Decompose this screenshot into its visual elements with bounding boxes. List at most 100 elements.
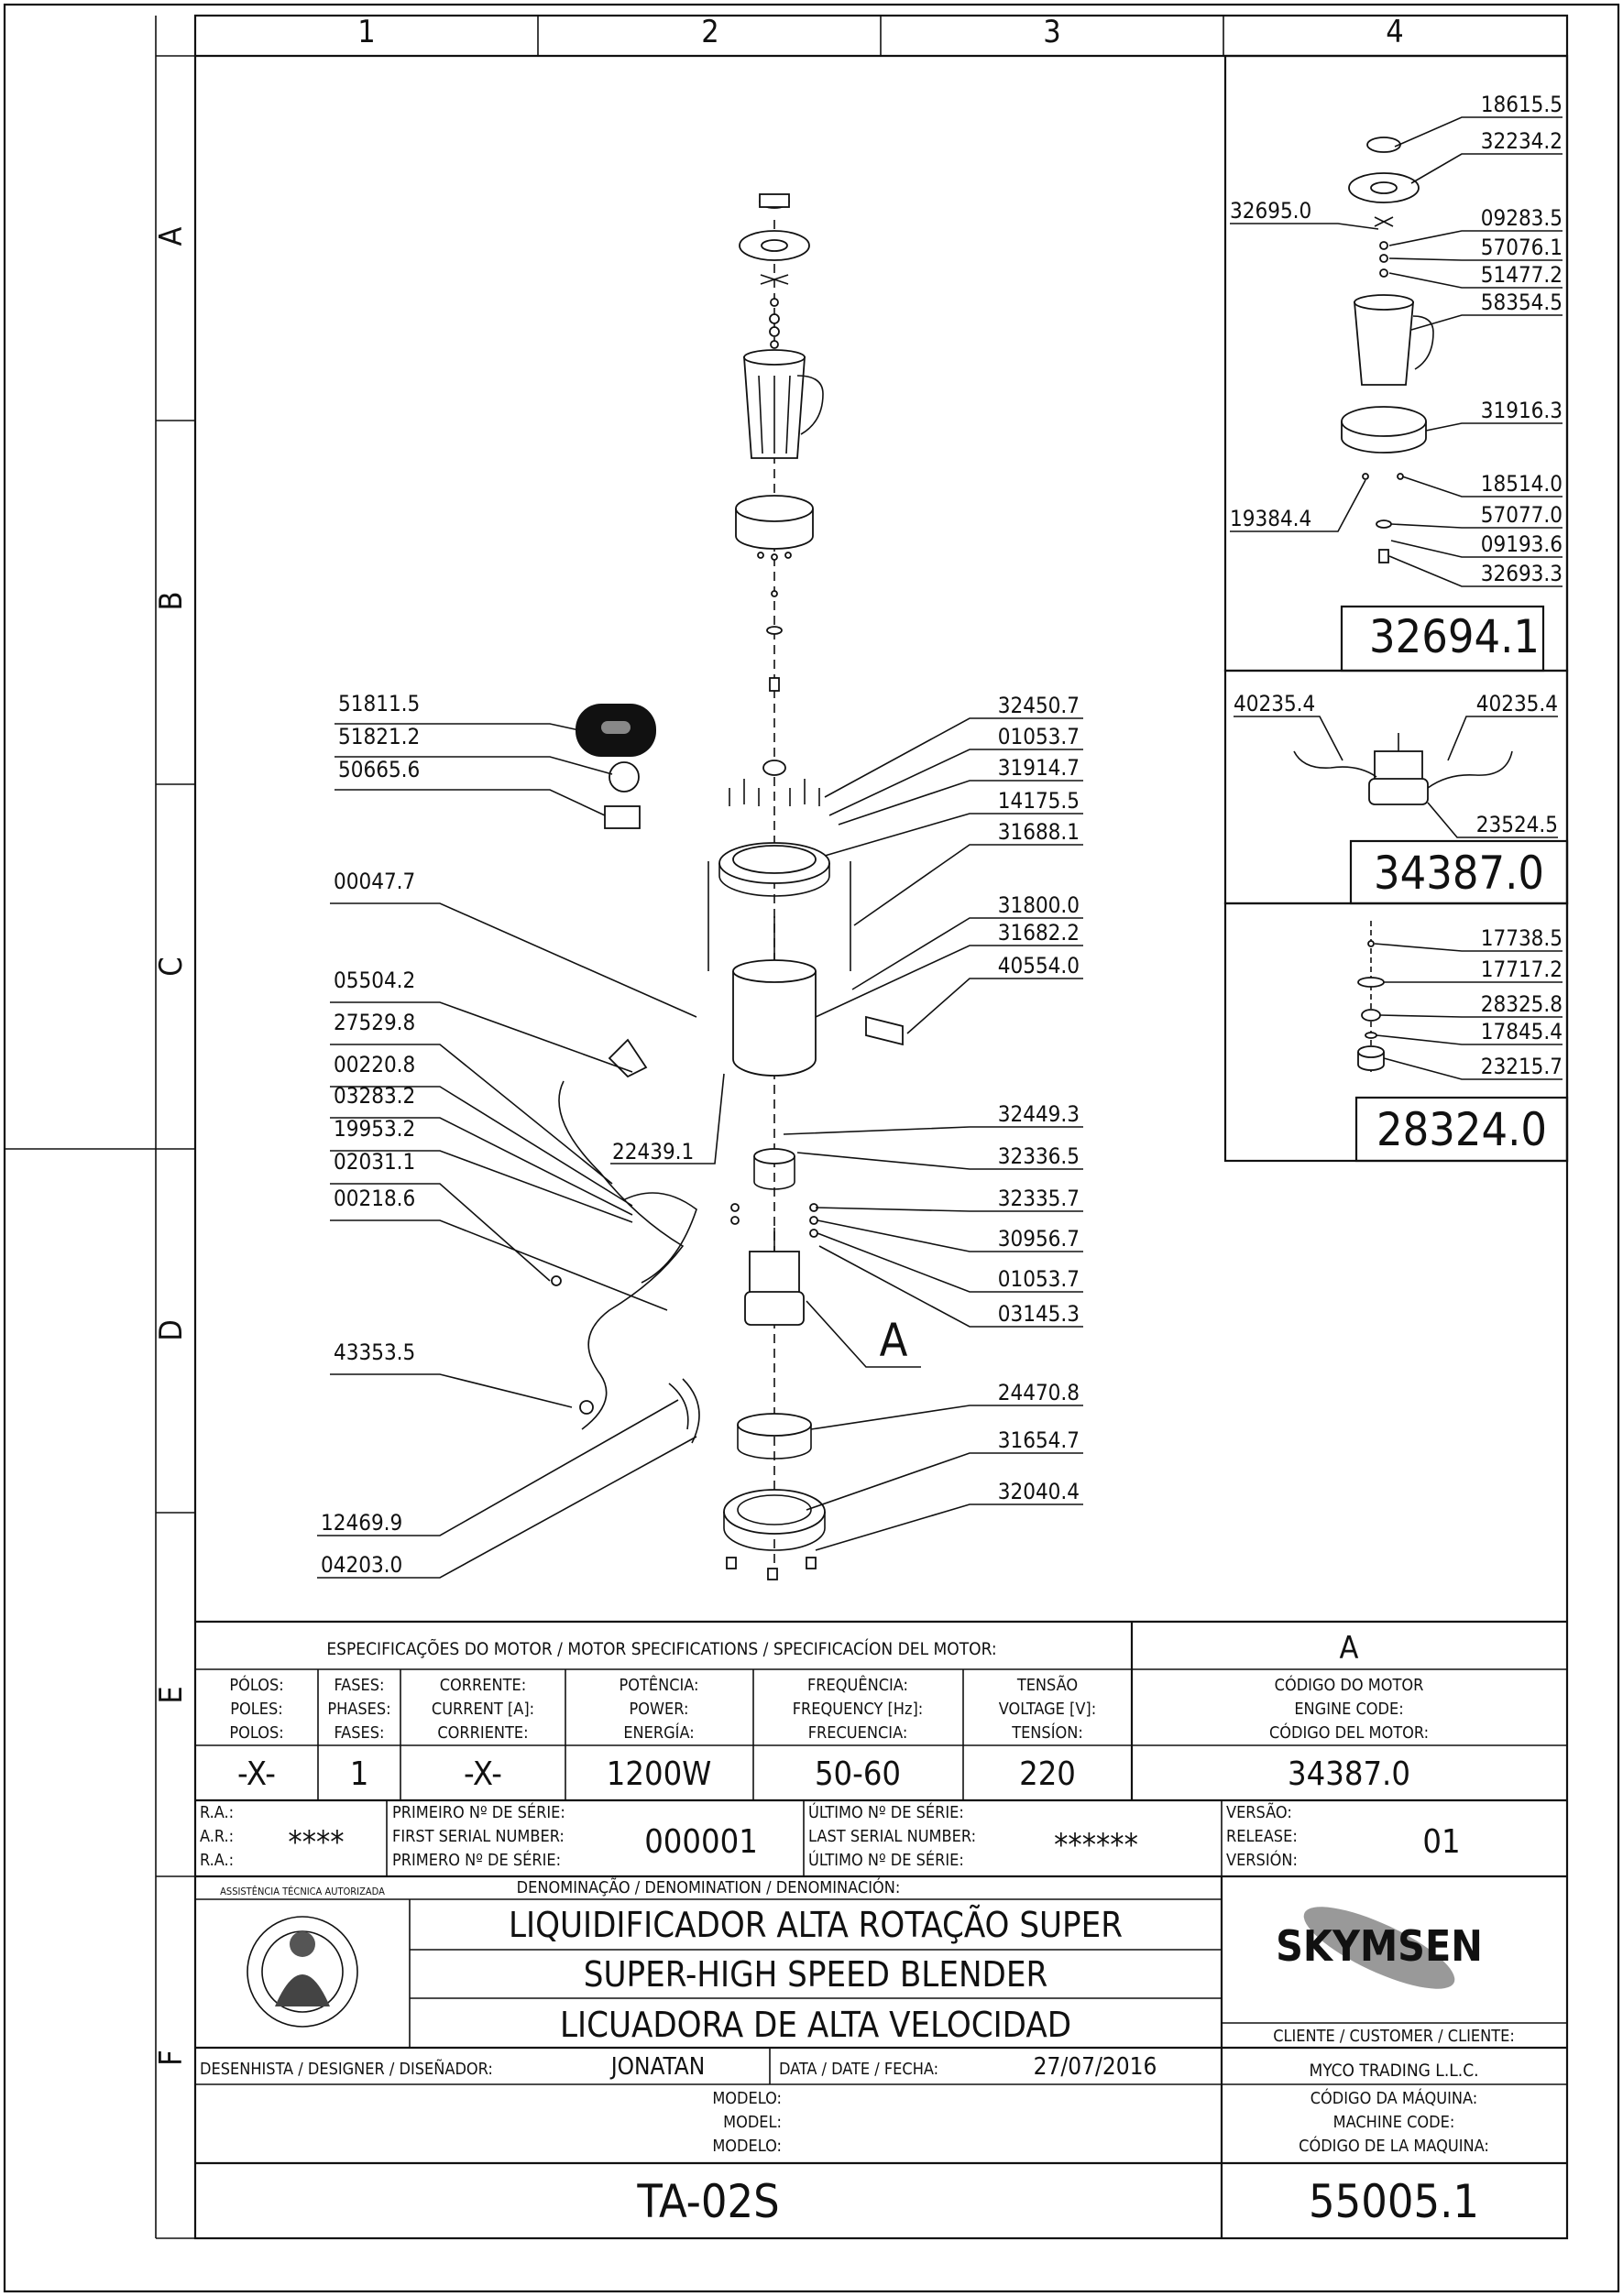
- leader-line: [853, 844, 1083, 926]
- grid-row-label: B: [153, 592, 190, 611]
- machine-code-label: MACHINE CODE:: [1333, 2113, 1455, 2132]
- leader-line: [610, 1073, 725, 1164]
- version-label: VERSÃO:: [1226, 1802, 1292, 1822]
- leader-line: [1388, 230, 1563, 246]
- motor-spec-label: FASES:: [334, 1723, 385, 1743]
- leader-line: [818, 1245, 1083, 1328]
- designer-label: DESENHISTA / DESIGNER / DISEÑADOR:: [200, 2059, 493, 2079]
- cup-assembly-code: 32694.1: [1369, 610, 1540, 663]
- callout-main-left-14: 22439.1: [612, 1139, 694, 1164]
- motor-spec-label: CÓDIGO DO MOTOR: [1275, 1675, 1424, 1695]
- product-name-en: SUPER-HIGH SPEED BLENDER: [584, 1954, 1047, 1995]
- callout-main-left-7: 03283.2: [334, 1083, 415, 1109]
- brand-name: SKYMSEN: [1276, 1921, 1483, 1971]
- leader-line: [1390, 540, 1563, 558]
- model-label: MODELO:: [712, 2089, 782, 2108]
- grid-column-label: 1: [357, 14, 375, 50]
- callout-motor-0: 40235.4: [1234, 691, 1315, 716]
- callout-cup-4: 57076.1: [1481, 235, 1563, 260]
- motor-spec-label: FRECUENCIA:: [808, 1723, 908, 1743]
- motor-spec-label: CORRIENTE:: [437, 1723, 528, 1743]
- motor-spec-label: FREQUÊNCIA:: [807, 1675, 908, 1695]
- callout-cup-5: 51477.2: [1481, 262, 1563, 288]
- grid-row-label: D: [153, 1319, 190, 1341]
- callout-main-left-13: 04203.0: [321, 1552, 402, 1578]
- motor-spec-label: POTÊNCIA:: [619, 1675, 698, 1695]
- callout-main-right-12: 01053.7: [998, 1266, 1080, 1292]
- leader-line: [1410, 153, 1563, 184]
- leader-line: [330, 1150, 633, 1223]
- callout-main-right-14: 24470.8: [998, 1380, 1080, 1405]
- callout-motor-1: 40235.4: [1476, 691, 1558, 716]
- detail-letter-a: A: [880, 1314, 908, 1367]
- last-serial-label: ÚLTIMO Nº DE SÉRIE:: [808, 1850, 964, 1870]
- callout-main-right-7: 40554.0: [998, 953, 1080, 979]
- callout-main-right-11: 30956.7: [998, 1226, 1080, 1252]
- motor-detail-graphic: [1293, 733, 1513, 805]
- callout-cup-10: 57077.0: [1481, 502, 1563, 528]
- callout-main-left-1: 51821.2: [338, 724, 420, 749]
- callout-main-left-4: 05504.2: [334, 968, 415, 993]
- motor-spec-value: 34387.0: [1288, 1755, 1410, 1793]
- motor-spec-label: CÓDIGO DEL MOTOR:: [1269, 1722, 1429, 1743]
- callout-main-right-13: 03145.3: [998, 1301, 1080, 1327]
- callout-main-left-5: 27529.8: [334, 1010, 415, 1035]
- callout-main-right-3: 14175.5: [998, 788, 1080, 814]
- leader-line: [317, 1399, 679, 1536]
- machine-code: 55005.1: [1309, 2175, 1479, 2228]
- model-label: MODELO:: [712, 2137, 782, 2156]
- motor-spec-label: POLOS:: [229, 1723, 283, 1743]
- callout-main-left-0: 51811.5: [338, 691, 420, 716]
- customer-label: CLIENTE / CUSTOMER / CLIENTE:: [1273, 2027, 1515, 2046]
- leader-line: [330, 1183, 551, 1282]
- callout-cup-6: 58354.5: [1481, 290, 1563, 315]
- motor-spec-value: 50-60: [815, 1755, 901, 1793]
- leader-line: [1394, 116, 1563, 148]
- ra-label: A.R.:: [200, 1827, 234, 1846]
- leader-line: [330, 1001, 633, 1073]
- version-label: RELEASE:: [1226, 1827, 1298, 1846]
- leader-line: [838, 780, 1083, 825]
- first-serial-label: PRIMEIRO Nº DE SÉRIE:: [392, 1802, 565, 1822]
- callout-cup-7: 31916.3: [1481, 398, 1563, 423]
- product-name-pt: LIQUIDIFICADOR ALTA ROTAÇÃO SUPER: [509, 1905, 1123, 1945]
- grid-row-label: E: [153, 1686, 190, 1703]
- motor-spec-label: CURRENT [A]:: [432, 1700, 534, 1719]
- grid-column-label: 3: [1043, 14, 1060, 50]
- callout-main-right-8: 32449.3: [998, 1101, 1080, 1127]
- motor-spec-letter: A: [1340, 1630, 1359, 1667]
- leader-line: [828, 749, 1083, 816]
- housing: [732, 971, 817, 1077]
- last-serial-value: ******: [1054, 1827, 1138, 1864]
- drawing-date: 27/07/2016: [1034, 2053, 1157, 2081]
- motor-spec-label: ENERGÍA:: [623, 1722, 694, 1743]
- callout-cup-9: 19384.4: [1230, 506, 1311, 531]
- callout-coupling-4: 23215.7: [1481, 1054, 1563, 1079]
- leader-line: [1374, 943, 1563, 952]
- leader-line: [330, 1117, 633, 1216]
- motor-spec-label: TENSÍON:: [1011, 1722, 1083, 1743]
- motor-spec-label: POLES:: [230, 1700, 283, 1719]
- leader-line: [330, 1373, 573, 1408]
- first-serial-label: PRIMERO Nº DE SÉRIE:: [392, 1850, 561, 1870]
- leader-line: [1388, 272, 1563, 289]
- callout-main-right-10: 32335.7: [998, 1186, 1080, 1211]
- callout-main-right-5: 31800.0: [998, 892, 1080, 918]
- outer-border: [3, 3, 1620, 2293]
- callout-main-right-2: 31914.7: [998, 755, 1080, 781]
- first-serial-label: FIRST SERIAL NUMBER:: [392, 1827, 565, 1846]
- leader-line: [806, 1300, 921, 1368]
- leader-line: [330, 1044, 613, 1185]
- motor-spec-value: 220: [1019, 1755, 1076, 1793]
- machine-code-label: CÓDIGO DA MÁQUINA:: [1310, 2088, 1478, 2108]
- callout-main-right-9: 32336.5: [998, 1143, 1080, 1169]
- leader-line: [334, 723, 580, 731]
- callout-main-left-3: 00047.7: [334, 869, 415, 894]
- exploded-assembly: [551, 193, 904, 1580]
- grid-column-label: 2: [701, 14, 718, 50]
- leader-line: [824, 813, 1083, 857]
- callout-coupling-0: 17738.5: [1481, 925, 1563, 951]
- designer-name: JONATAN: [609, 2053, 706, 2081]
- leader-line: [796, 1152, 1083, 1170]
